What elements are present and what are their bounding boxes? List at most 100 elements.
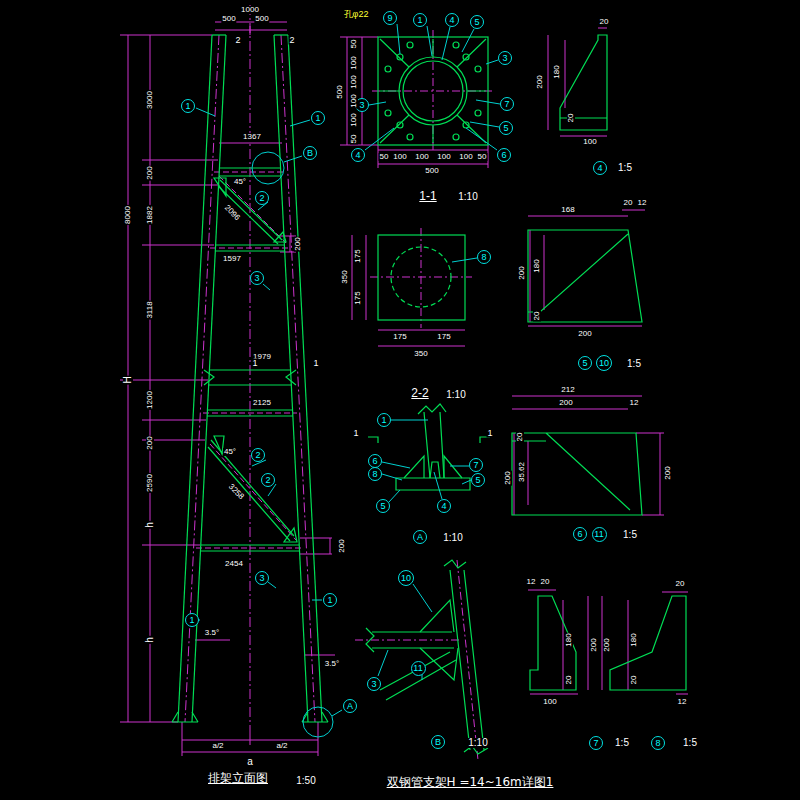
callout-circle: B <box>303 146 317 160</box>
dimension-label: 50 <box>350 134 358 145</box>
dimension-label: 200 <box>146 165 154 180</box>
callout-circle: 8 <box>651 736 665 750</box>
dimension-label: 500 <box>424 167 439 175</box>
dimension-label: 100 <box>582 138 597 146</box>
callout-circle: 8 <box>477 250 491 264</box>
callout-circle: B <box>431 735 445 749</box>
dimension-label: 1:5 <box>626 359 642 369</box>
callout-number: 11 <box>594 530 603 539</box>
dimension-label: 3.5° <box>204 629 220 637</box>
dimension-label: 100 <box>350 93 358 108</box>
dimension-label: 100 <box>436 153 451 161</box>
callout-number: 2 <box>255 451 260 460</box>
callout-number: 6 <box>501 151 506 160</box>
dimension-label: 1882 <box>146 205 154 225</box>
callout-circle: 8 <box>368 467 382 481</box>
dimension-label: 1:5 <box>617 163 633 173</box>
callout-circle: 3 <box>255 571 269 585</box>
callout-number: 3 <box>502 54 507 63</box>
dimension-label: 175 <box>354 248 362 263</box>
dimension-label: 100 <box>350 112 358 127</box>
dimension-label: a/2 <box>275 742 288 750</box>
dimension-label: 1597 <box>222 255 242 263</box>
callout-circle: 5 <box>376 499 390 513</box>
dimension-label: 1 <box>312 359 319 368</box>
dimension-label: 200 <box>577 330 592 338</box>
dimension-label: 45° <box>233 178 247 186</box>
dimension-label: 350 <box>341 269 349 284</box>
dimension-label: 200 <box>294 236 302 251</box>
dimension-label: 20 <box>630 675 638 686</box>
callout-number: 8 <box>655 739 660 748</box>
callout-number: 5 <box>475 476 480 485</box>
callout-circle: 6 <box>573 527 587 541</box>
callout-number: A <box>417 533 423 542</box>
callout-number: 2 <box>265 476 270 485</box>
callout-number: 8 <box>481 253 486 262</box>
dimension-label: 1 <box>352 429 359 438</box>
dimension-label: 2 <box>234 36 241 45</box>
dimension-label: 180 <box>565 632 573 647</box>
callout-number: 10 <box>401 574 411 583</box>
dimension-label: 20 <box>533 311 541 322</box>
callout-number: 7 <box>473 461 478 470</box>
dimension-label: 50 <box>379 153 390 161</box>
dimension-label: 1 <box>251 359 258 368</box>
dimension-label: 2125 <box>252 399 272 407</box>
dimension-label: 排架立面图 <box>207 772 269 784</box>
dimension-label: 3.5° <box>324 660 340 668</box>
dimension-label: 200 <box>558 399 573 407</box>
dimension-label: 2 <box>288 36 295 45</box>
callout-number: 9 <box>387 14 392 23</box>
dimension-label: 200 <box>536 74 544 89</box>
callout-circle: 1 <box>181 99 195 113</box>
dimension-label: 100 <box>350 55 358 70</box>
dimension-label: 200 <box>504 470 512 485</box>
callout-number: 3 <box>359 101 364 110</box>
callout-circle: 4 <box>437 499 451 513</box>
dimension-label: 500 <box>336 84 344 99</box>
callout-circle: 7 <box>589 736 603 750</box>
callout-number: 3 <box>254 274 259 283</box>
callout-circle: 4 <box>351 148 365 162</box>
dimension-label: 2454 <box>224 560 244 568</box>
dimension-label: h <box>145 521 155 529</box>
dimension-label: 500 <box>221 15 236 23</box>
callout-circle: 3 <box>367 677 381 691</box>
dimension-label: 200 <box>146 435 154 450</box>
dimension-label: 175 <box>392 333 407 341</box>
callout-circle: 11 <box>411 661 426 676</box>
dimension-label: 200 <box>518 265 526 280</box>
callout-circle: 1 <box>323 593 337 607</box>
dimension-label: 20 <box>623 199 634 207</box>
dimension-label: 1367 <box>242 133 262 141</box>
callout-number: 5 <box>503 124 508 133</box>
dimension-label: 35.62 <box>518 461 526 483</box>
callout-number: 7 <box>593 739 598 748</box>
dimension-label: 350 <box>413 350 428 358</box>
callout-circle: 7 <box>500 97 514 111</box>
callout-circle: 1 <box>311 111 325 125</box>
dimension-label: 100 <box>542 698 557 706</box>
callout-number: 1 <box>417 16 422 25</box>
callout-circle: 2 <box>261 473 275 487</box>
dimension-label: 45° <box>223 448 237 456</box>
dimension-label: 孔φ22 <box>343 10 370 19</box>
callout-number: 5 <box>474 18 479 27</box>
callout-circle: 4 <box>593 161 607 175</box>
dimension-label: 1:50 <box>295 776 316 786</box>
callout-circle: 1 <box>185 613 199 627</box>
callout-circle: 11 <box>592 527 607 542</box>
dimension-label: 2096 <box>222 203 242 223</box>
callout-number: 1 <box>185 102 190 111</box>
callout-circle: 5 <box>578 356 592 370</box>
callout-number: 5 <box>582 359 587 368</box>
drawing-caption: 双钢管支架H =14~16m详图1 <box>385 776 556 788</box>
dimension-label: 200 <box>664 465 672 480</box>
callout-number: 6 <box>372 457 377 466</box>
dimension-label: 200 <box>590 637 598 652</box>
dimension-label: 3258 <box>226 482 246 502</box>
dimension-label: 1:10 <box>467 738 488 748</box>
callout-circle: 5 <box>471 473 485 487</box>
dimension-label: 50 <box>350 39 358 50</box>
